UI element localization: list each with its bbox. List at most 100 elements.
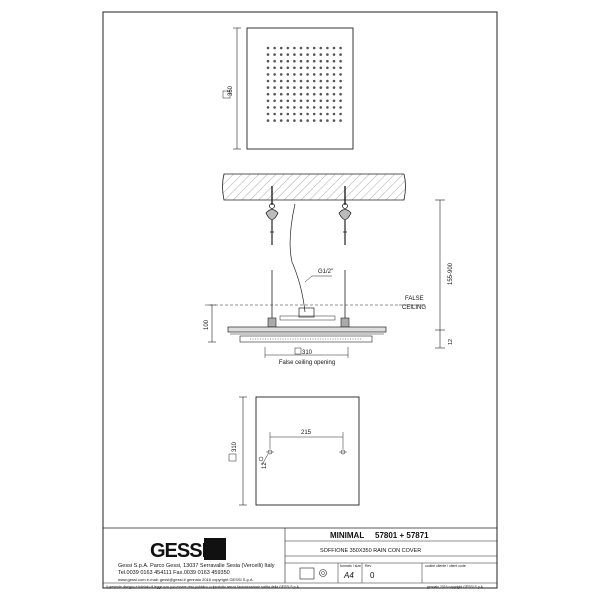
rev-header: Rev <box>365 564 372 568</box>
shower-plate-section <box>227 326 387 343</box>
nozzle-dot <box>319 106 323 109</box>
nozzle-dot <box>306 73 309 76</box>
opening-side-dimension: 310 <box>232 441 238 452</box>
nozzle-dot <box>319 73 323 76</box>
nozzle-dot <box>266 112 270 116</box>
nozzle-dot <box>293 73 296 76</box>
false-ceiling-label-2: CEILING <box>402 305 426 311</box>
nozzle-dot <box>339 112 342 116</box>
nozzle-dot <box>332 53 336 56</box>
nozzle-dot <box>273 53 276 56</box>
nozzle-dot <box>306 46 309 50</box>
right-hanger-cable <box>338 186 352 328</box>
nozzle-dot <box>286 92 290 96</box>
nozzle-dot <box>332 46 336 50</box>
nozzle-dot <box>306 92 309 96</box>
nozzle-dot <box>293 106 296 109</box>
nozzle-dot <box>286 79 290 83</box>
nozzle-dot <box>286 99 290 103</box>
nozzle-dot <box>312 79 316 83</box>
nozzle-dot <box>326 92 329 96</box>
nozzle-dot <box>279 112 283 116</box>
nozzle-dot <box>293 79 296 83</box>
nozzle-dot <box>299 119 303 122</box>
nozzle-dot <box>286 112 290 116</box>
nozzle-dot <box>273 112 276 116</box>
nozzle-dot <box>266 53 270 56</box>
nozzle-dot <box>299 46 303 50</box>
nozzle-dot <box>266 66 270 70</box>
nozzle-dot <box>326 53 329 56</box>
nozzle-dot <box>279 99 283 103</box>
nozzle-dot <box>339 106 342 109</box>
opening-dimension: 310 <box>302 350 313 356</box>
sheet-border <box>102 11 498 589</box>
nozzle-dot <box>306 59 309 63</box>
nozzle-dot <box>339 59 342 63</box>
nozzle-dot <box>279 66 283 70</box>
thread-size-label: G1/2" <box>318 269 333 275</box>
nozzle-dot <box>266 46 270 50</box>
nozzle-dot <box>319 92 323 96</box>
nozzle-dot <box>319 112 323 116</box>
nozzle-dot <box>319 79 323 83</box>
nozzle-dot <box>312 73 316 76</box>
nozzle-dot <box>279 59 283 63</box>
hole-diameter-dimension: 12 <box>262 462 268 469</box>
nozzle-dot <box>293 112 296 116</box>
nozzle-dot <box>286 46 290 50</box>
nozzle-dot <box>266 59 270 63</box>
nozzle-dot <box>312 92 316 96</box>
nozzle-dot <box>306 66 309 70</box>
nozzle-dot <box>312 112 316 116</box>
nozzle-dot <box>273 86 276 89</box>
nozzle-dot <box>319 66 323 70</box>
nozzle-dot <box>279 92 283 96</box>
nozzle-dot <box>279 53 283 56</box>
nozzle-dot <box>279 86 283 89</box>
gessi-logo-text: GESSI <box>150 540 207 562</box>
nozzle-dot <box>339 99 342 103</box>
nozzle-dot <box>293 92 296 96</box>
nozzle-dot <box>319 53 323 56</box>
nozzle-grid <box>266 46 342 122</box>
ceiling-slab <box>222 173 406 201</box>
nozzle-dot <box>339 73 342 76</box>
nozzle-dot <box>332 112 336 116</box>
nozzle-dot <box>266 86 270 89</box>
nozzle-dot <box>273 92 276 96</box>
nozzle-dot <box>306 79 309 83</box>
nozzle-dot <box>273 99 276 103</box>
nozzle-dot <box>312 106 316 109</box>
nozzle-dot <box>293 119 296 122</box>
hole-spacing-dimension: 215 <box>301 430 312 436</box>
opening-view: 310 215 12 <box>228 396 360 506</box>
nozzle-dot <box>273 46 276 50</box>
nozzle-dot <box>312 59 316 63</box>
nozzle-dot <box>286 53 290 56</box>
nozzle-dot <box>273 66 276 70</box>
nozzle-dot <box>339 86 342 89</box>
left-hanger-cable <box>265 186 279 328</box>
nozzle-dot <box>326 66 329 70</box>
nozzle-dot <box>306 106 309 109</box>
nozzle-dot <box>326 112 329 116</box>
company-phone-fax: Tel.0039 0163 454111 Fax.0039 0163 45935… <box>118 570 230 576</box>
nozzle-dot <box>306 53 309 56</box>
nozzle-dot <box>279 46 283 50</box>
format-header: formato / size <box>340 564 362 568</box>
nozzle-dot <box>293 46 296 50</box>
nozzle-dot <box>326 119 329 122</box>
nozzle-dot <box>332 106 336 109</box>
nozzle-dot <box>326 99 329 103</box>
nozzle-dot <box>299 79 303 83</box>
nozzle-dot <box>332 119 336 122</box>
nozzle-dot <box>319 86 323 89</box>
nozzle-dot <box>273 73 276 76</box>
legal-footer: Il presente disegno e tutelato di legge … <box>106 585 300 589</box>
client-code-header: codice cliente / client code <box>425 564 466 568</box>
nozzle-dot <box>312 119 316 122</box>
nozzle-dot <box>273 119 276 122</box>
product-codes: 57801 + 57871 <box>375 531 429 540</box>
